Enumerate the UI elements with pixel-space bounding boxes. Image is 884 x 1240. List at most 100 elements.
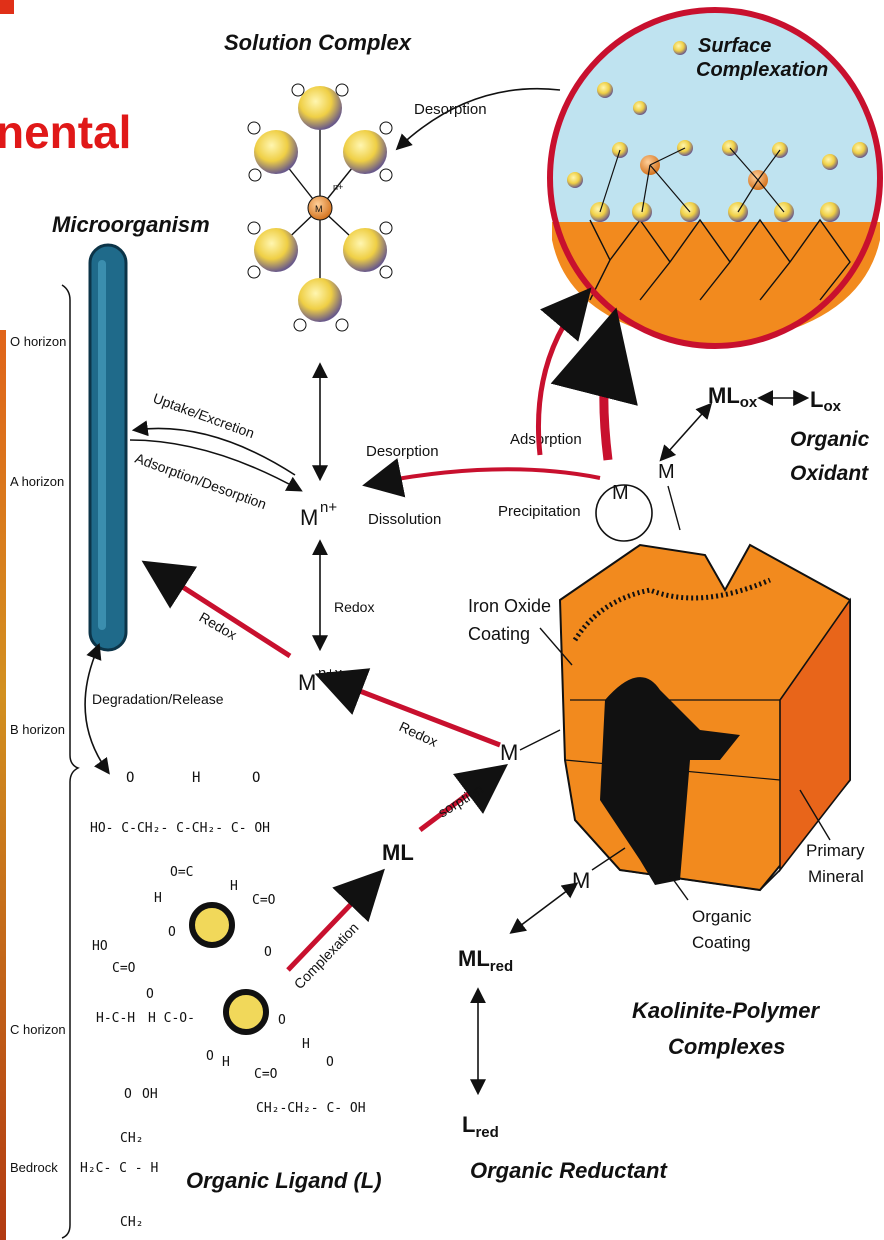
surface-complexation: Surface Complexation: [550, 10, 880, 346]
svg-text:O: O: [168, 925, 176, 940]
svg-text:CH₂-CH₂- C- OH: CH₂-CH₂- C- OH: [256, 1101, 366, 1116]
dissolution-label: Dissolution: [368, 511, 441, 528]
svg-text:H: H: [222, 1055, 230, 1070]
kaolinite-particle: [560, 545, 850, 890]
m-to-mlox-arrow: [668, 405, 710, 452]
aromatic-ring: [226, 992, 266, 1032]
degradation-release-label: Degradation/Release: [92, 691, 224, 707]
svg-text:H C-O-: H C-O-: [148, 1011, 195, 1026]
organic-ligand-label: Organic Ligand (L): [186, 1168, 382, 1193]
redox-vertical-label: Redox: [334, 599, 374, 615]
degradation-arrow: [85, 655, 108, 772]
redox-left-label: Redox: [197, 609, 240, 643]
iron-oxide-line1: Iron Oxide: [468, 596, 551, 616]
metal-ion-mn: M: [300, 505, 318, 530]
surface-label-line2: Complexation: [696, 59, 828, 81]
desorption-mid-label: Desorption: [366, 443, 439, 460]
m-mid-pointer: [520, 730, 560, 750]
svg-text:O: O: [124, 1087, 132, 1102]
organic-ligand-structure: O H O HO- C-CH₂- C-CH₂- C- OH O=C H H O …: [80, 770, 366, 1230]
ml-red: MLred: [458, 946, 513, 975]
svg-text:O: O: [126, 770, 134, 786]
m-upper-label: M: [658, 461, 675, 483]
svg-text:OH: OH: [142, 1087, 158, 1102]
solution-complex: M n+: [248, 84, 392, 331]
svg-text:C=O: C=O: [252, 893, 276, 908]
water-sphere: [298, 86, 342, 130]
mineral-surface: [552, 222, 880, 346]
water-sphere: [254, 130, 298, 174]
microorganism-highlight: [98, 260, 106, 630]
solution-complex-title: Solution Complex: [224, 30, 412, 55]
organic-coating-line1: Organic: [692, 907, 752, 926]
svg-text:O: O: [278, 1013, 286, 1028]
svg-text:O=C: O=C: [170, 865, 193, 880]
horizon-label-a: A horizon: [10, 474, 64, 489]
kaolinite-line1: Kaolinite-Polymer: [632, 998, 820, 1023]
water-sphere: [254, 228, 298, 272]
m-circle-label: M: [612, 482, 629, 504]
metal-ion-mn-charge: n+: [320, 499, 337, 516]
svg-text:HO: HO: [92, 939, 108, 954]
sorption-label: sorption: [435, 781, 486, 821]
horizon-label-o: O horizon: [10, 334, 66, 349]
svg-text:C=O: C=O: [254, 1067, 278, 1082]
svg-text:O: O: [252, 770, 260, 786]
svg-text:O: O: [326, 1055, 334, 1070]
microorganism-rod: [90, 245, 126, 650]
water-sphere: [343, 228, 387, 272]
central-metal-charge: n+: [333, 182, 343, 192]
redox-left-arrow: [150, 566, 290, 656]
svg-text:CH₂: CH₂: [120, 1131, 143, 1146]
metal-ion-mnx: M: [298, 670, 316, 695]
central-metal-label: M: [315, 204, 323, 214]
svg-text:O: O: [264, 945, 272, 960]
organic-oxidant-line1: Organic: [790, 428, 870, 451]
horizon-label-bedrock: Bedrock: [10, 1160, 58, 1175]
adsorption-label: Adsorption: [510, 431, 582, 448]
m-upper-stem: [668, 486, 680, 530]
svg-text:CH₂: CH₂: [120, 1215, 143, 1230]
kaolinite-line2: Complexes: [668, 1034, 785, 1059]
primary-mineral-line1: Primary: [806, 841, 865, 860]
iron-oxide-line2: Coating: [468, 624, 530, 644]
organic-oxidant-line2: Oxidant: [790, 462, 869, 485]
adsorption-desorption-label: Adsorption/Desorption: [133, 450, 269, 512]
horizon-bracket: [62, 285, 78, 1238]
m-mid-label: M: [500, 740, 518, 765]
metal-ion-mnx-charge: n±x: [318, 665, 343, 682]
primary-mineral-line2: Mineral: [808, 867, 864, 886]
left-soil-strip: [0, 330, 6, 1240]
precipitation-red-arrow: [604, 325, 612, 460]
corner-mark: [0, 0, 14, 14]
redox-right-label: Redox: [397, 718, 440, 750]
horizon-labels: O horizon A horizon B horizon C horizon …: [10, 334, 66, 1175]
ml-label: ML: [382, 840, 414, 865]
svg-text:C=O: C=O: [112, 961, 136, 976]
m-to-mlred-arrow: [512, 890, 568, 932]
svg-text:H-C-H: H-C-H: [96, 1011, 135, 1026]
svg-text:H: H: [302, 1037, 310, 1052]
page-title-fragment: nental: [0, 106, 131, 158]
svg-text:H: H: [192, 770, 200, 786]
desorption-dissolution-arrow: [370, 469, 600, 484]
horizon-label-c: C horizon: [10, 1022, 66, 1037]
horizon-label-b: B horizon: [10, 722, 65, 737]
l-red: Lred: [462, 1112, 499, 1141]
organic-reductant-label: Organic Reductant: [470, 1158, 668, 1183]
svg-text:H: H: [230, 879, 238, 894]
svg-text:H₂C- C - H: H₂C- C - H: [80, 1161, 158, 1176]
water-sphere: [298, 278, 342, 322]
water-sphere: [343, 130, 387, 174]
svg-text:HO- C-CH₂- C-CH₂- C- OH: HO- C-CH₂- C-CH₂- C- OH: [90, 821, 270, 836]
svg-text:O: O: [206, 1049, 214, 1064]
m-lower-label: M: [572, 868, 590, 893]
svg-text:H: H: [154, 891, 162, 906]
organic-coating-line2: Coating: [692, 933, 751, 952]
desorption-top-arrow: [398, 89, 560, 148]
precipitation-label: Precipitation: [498, 503, 581, 520]
ml-ox: MLox: [708, 383, 758, 411]
aromatic-ring: [192, 905, 232, 945]
